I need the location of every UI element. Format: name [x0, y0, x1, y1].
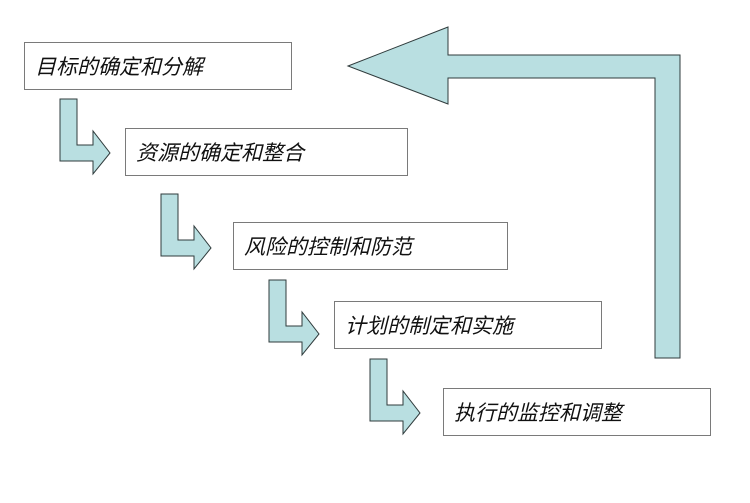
step-label-4: 计划的制定和实施 — [345, 314, 513, 338]
step-box-1: 目标的确定和分解 — [24, 42, 292, 90]
step-label-5: 执行的监控和调整 — [454, 401, 622, 425]
feedback-arrow — [346, 26, 681, 359]
step-arrow-1 — [59, 98, 111, 176]
step-arrow-3 — [268, 279, 320, 357]
step-arrow-2 — [160, 193, 212, 271]
step-box-4: 计划的制定和实施 — [334, 301, 602, 349]
step-label-1: 目标的确定和分解 — [35, 55, 203, 79]
step-box-2: 资源的确定和整合 — [125, 128, 408, 176]
step-label-3: 风险的控制和防范 — [244, 235, 412, 259]
step-arrow-4 — [369, 358, 421, 436]
step-label-2: 资源的确定和整合 — [136, 141, 304, 165]
step-box-5: 执行的监控和调整 — [443, 388, 711, 436]
step-box-3: 风险的控制和防范 — [233, 222, 508, 270]
